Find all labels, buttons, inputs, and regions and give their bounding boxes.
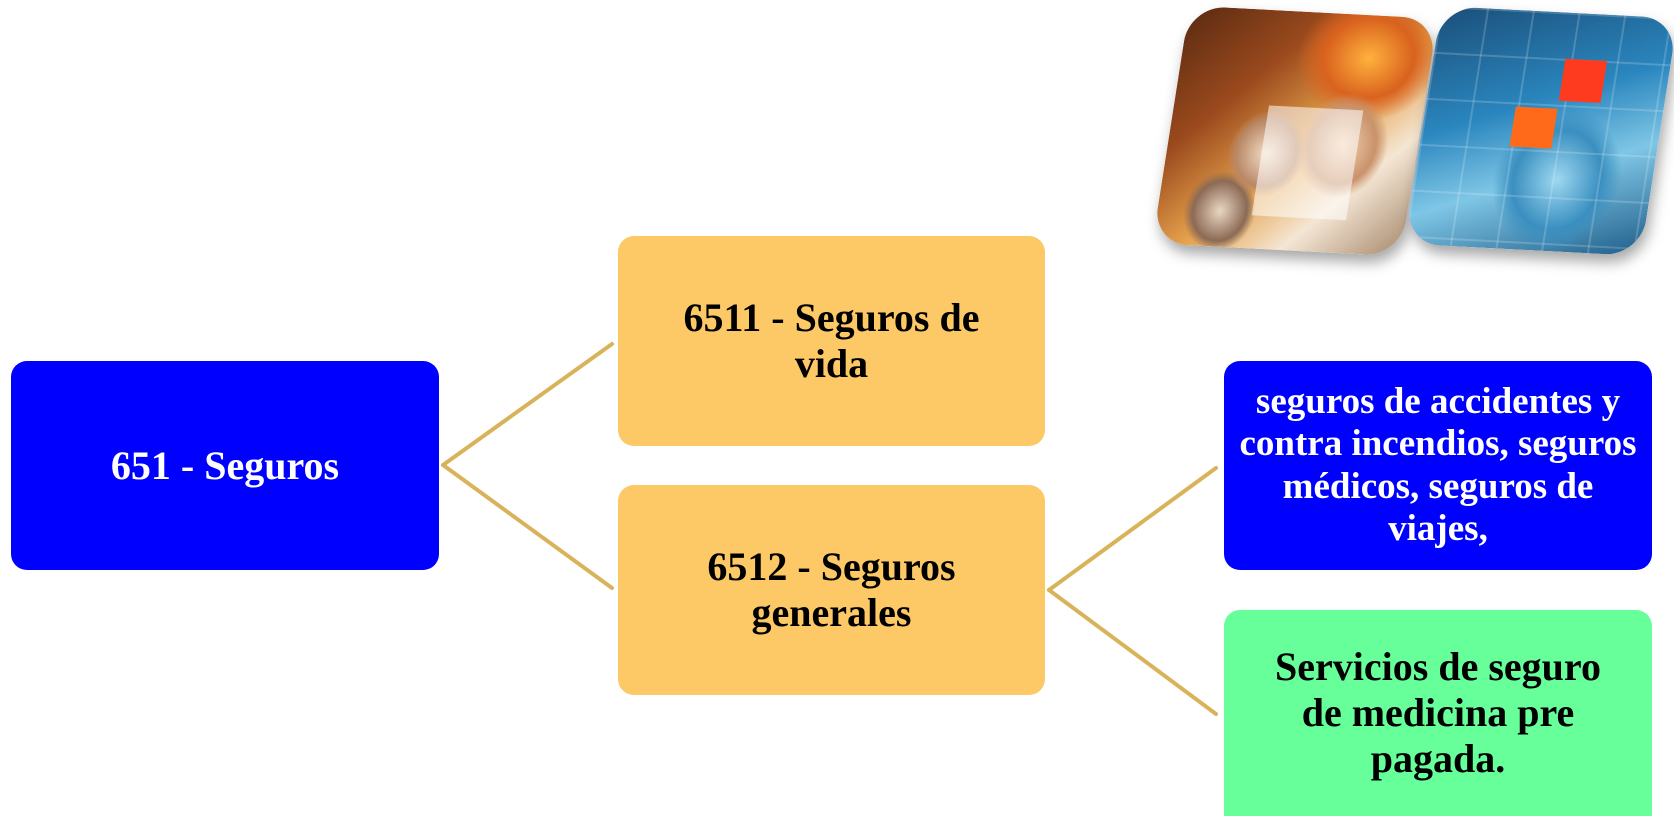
connector-root-to-6512 — [441, 463, 614, 590]
node-6511-label: 6511 - Seguros de vida — [683, 295, 980, 386]
node-medicina-prepagada: Servicios de seguro de medicina pre paga… — [1224, 610, 1652, 816]
node-generales-list-label: seguros de accidentes y contra incendios… — [1239, 381, 1637, 549]
node-seguros-generales-list: seguros de accidentes y contra incendios… — [1224, 361, 1652, 570]
connector-root-to-6511 — [441, 342, 614, 467]
node-651-label: 651 - Seguros — [110, 442, 340, 488]
node-6511-seguros-de-vida: 6511 - Seguros de vida — [618, 236, 1045, 446]
connector-6512-to-list — [1047, 466, 1218, 592]
medical-photo-tile — [1404, 5, 1674, 257]
family-photo-tile — [1152, 5, 1438, 257]
connector-6512-to-prepagada — [1047, 588, 1218, 716]
node-prepagada-label: Servicios de seguro de medicina pre paga… — [1275, 644, 1601, 781]
node-6512-label: 6512 - Seguros generales — [707, 544, 956, 635]
node-651-seguros: 651 - Seguros — [11, 361, 439, 570]
insurance-photo-collage — [1150, 0, 1674, 270]
node-6512-seguros-generales: 6512 - Seguros generales — [618, 485, 1045, 695]
